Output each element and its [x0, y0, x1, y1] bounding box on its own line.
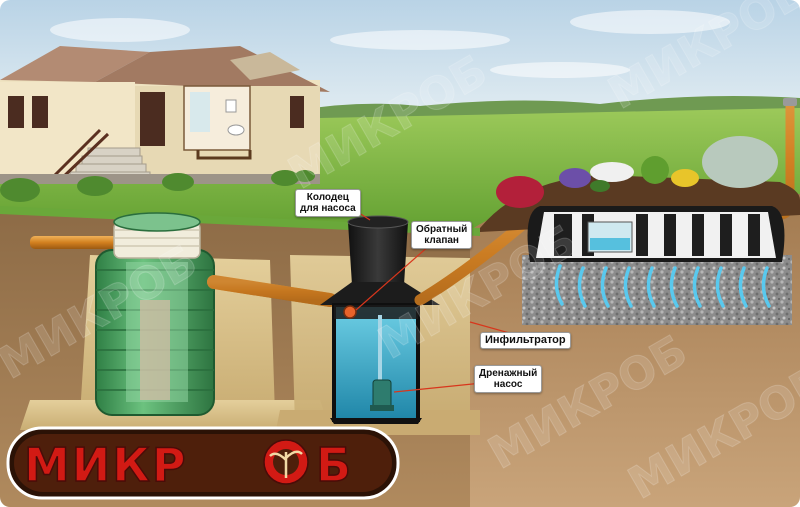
pump-well [320, 215, 440, 424]
brand-logo: МИКР Б [6, 426, 400, 500]
logo-text-right: Б [316, 438, 353, 492]
infiltrator [522, 206, 792, 325]
callout-leaders [355, 210, 521, 393]
house [0, 46, 330, 202]
septic-tank [95, 212, 215, 416]
clouds [50, 10, 730, 78]
label-infiltrator: Инфильтратор [480, 332, 571, 349]
logo-text-left: МИКР [24, 438, 188, 492]
label-infiltrator-text: Инфильтратор [485, 334, 566, 346]
inlet-pipe [30, 236, 130, 249]
logo-sprout-icon [263, 439, 309, 485]
